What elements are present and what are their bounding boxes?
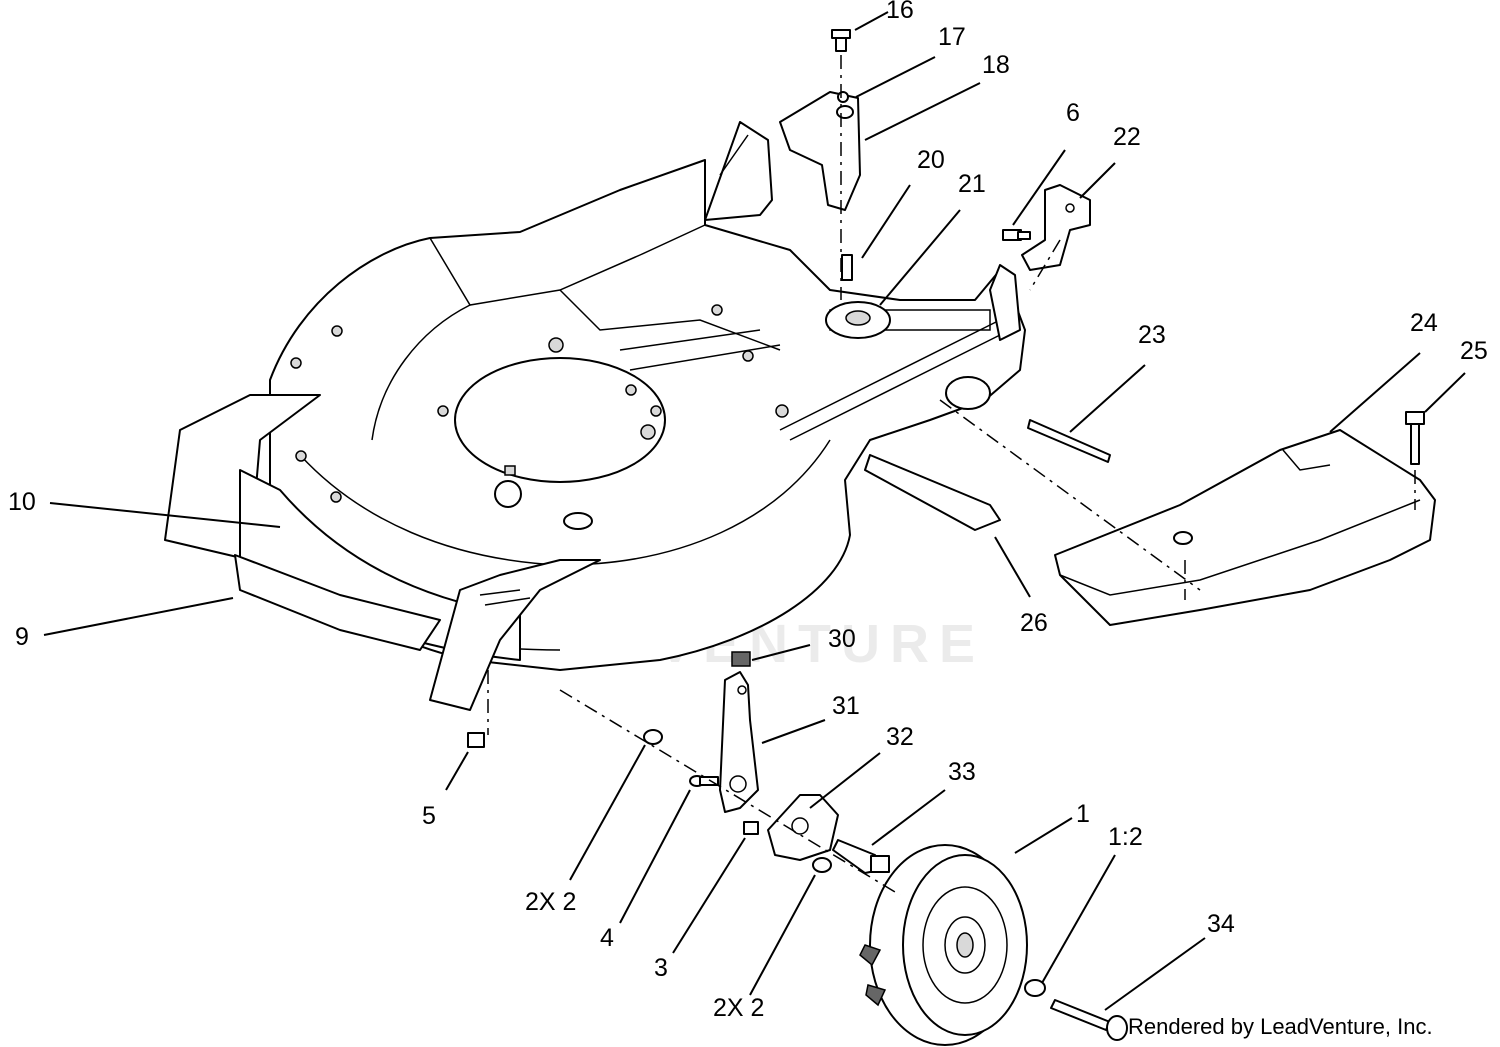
assembly-lines (487, 55, 1416, 896)
callout-9: 9 (15, 623, 29, 651)
callout-24: 24 (1410, 309, 1438, 337)
callout-30: 30 (828, 625, 856, 653)
cover-plate (1054, 411, 1436, 626)
top-bracket (779, 29, 861, 211)
callout-26: 26 (1020, 609, 1048, 637)
wheel-bolt (1024, 979, 1128, 1041)
callout-32: 32 (886, 723, 914, 751)
callout-1-2: 1:2 (1108, 823, 1143, 851)
callout-25: 25 (1460, 337, 1488, 365)
callout-4: 4 (600, 924, 614, 952)
callout-1: 1 (1076, 800, 1090, 828)
callout-3: 3 (654, 954, 668, 982)
callout-33: 33 (948, 758, 976, 786)
callout-labels: 16 17 18 20 21 6 22 23 24 25 10 9 26 30 … (8, 0, 1488, 1022)
callout-21: 21 (958, 170, 986, 198)
callout-2x2-lower: 2X 2 (713, 994, 764, 1022)
side-bracket (1002, 184, 1091, 271)
mower-deck (259, 159, 1026, 671)
callout-22: 22 (1113, 123, 1141, 151)
callout-20: 20 (917, 146, 945, 174)
callout-6: 6 (1066, 99, 1080, 127)
callout-5: 5 (422, 802, 436, 830)
callout-16: 16 (886, 0, 914, 24)
rod (1027, 419, 1111, 463)
height-adjust-assembly (779, 254, 1021, 531)
callout-23: 23 (1138, 321, 1166, 349)
callout-2x2-upper: 2X 2 (525, 888, 576, 916)
callout-18: 18 (982, 51, 1010, 79)
front-adjuster (467, 651, 890, 874)
render-credit: Rendered by LeadVenture, Inc. (1128, 1014, 1433, 1039)
rear-plate (704, 121, 773, 221)
wheel (859, 844, 1028, 1046)
callout-17: 17 (938, 23, 966, 51)
rear-skirt (164, 394, 601, 711)
callout-10: 10 (8, 488, 36, 516)
leader-lines (43, 11, 1466, 1011)
callout-34: 34 (1207, 910, 1235, 938)
callout-31: 31 (832, 692, 860, 720)
